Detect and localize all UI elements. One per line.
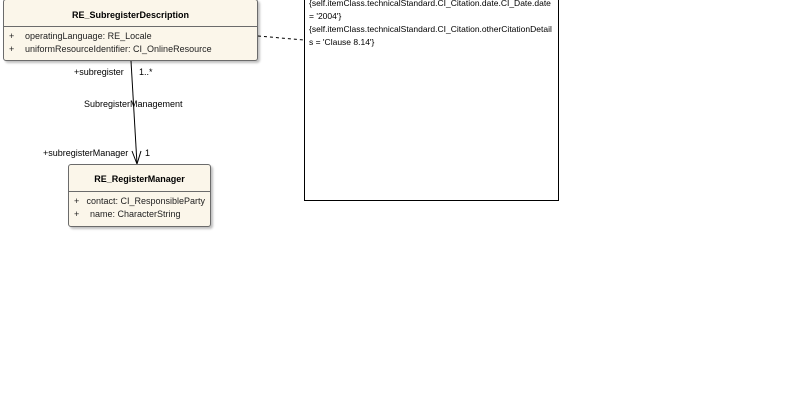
attribute-row: + uniformResourceIdentifier: CI_OnlineRe… <box>9 43 252 56</box>
attribute-text: operatingLanguage: RE_Locale <box>25 31 152 41</box>
constraint-text: {self.itemClass.technicalStandard.CI_Cit… <box>309 0 551 21</box>
attribute-row: + name: CharacterString <box>74 208 205 221</box>
class-re-register-manager[interactable]: RE_RegisterManager + contact: CI_Respons… <box>68 164 211 227</box>
class-name: RE_SubregisterDescription <box>4 0 257 27</box>
visibility-marker: + <box>74 209 80 219</box>
target-multiplicity-label: 1 <box>145 148 151 158</box>
note-anchor-line <box>257 35 305 41</box>
attribute-list: + contact: CI_ResponsibleParty + name: C… <box>69 192 210 224</box>
association-line[interactable] <box>130 60 138 165</box>
association-name-label: SubregisterManagement <box>84 99 183 109</box>
attribute-text: name: CharacterString <box>90 209 181 219</box>
visibility-marker: + <box>9 44 15 54</box>
target-role-label: +subregisterManager <box>43 148 129 158</box>
attribute-text: uniformResourceIdentifier: CI_OnlineReso… <box>25 44 212 54</box>
constraint-note[interactable]: {self.itemClass.technicalStandard.CI_Cit… <box>304 0 559 201</box>
constraint-text: {self.itemClass.technicalStandard.CI_Cit… <box>309 24 552 47</box>
source-multiplicity-label: 1..* <box>139 67 153 77</box>
class-re-subregister-description[interactable]: RE_SubregisterDescription + operatingLan… <box>3 0 258 61</box>
visibility-marker: + <box>74 196 80 206</box>
attribute-list: + operatingLanguage: RE_Locale + uniform… <box>4 27 257 59</box>
source-role-label: +subregister <box>74 67 124 77</box>
class-name: RE_RegisterManager <box>69 165 210 192</box>
visibility-marker: + <box>9 31 15 41</box>
attribute-row: + contact: CI_ResponsibleParty <box>74 195 205 208</box>
attribute-text: contact: CI_ResponsibleParty <box>86 196 205 206</box>
attribute-row: + operatingLanguage: RE_Locale <box>9 30 252 43</box>
